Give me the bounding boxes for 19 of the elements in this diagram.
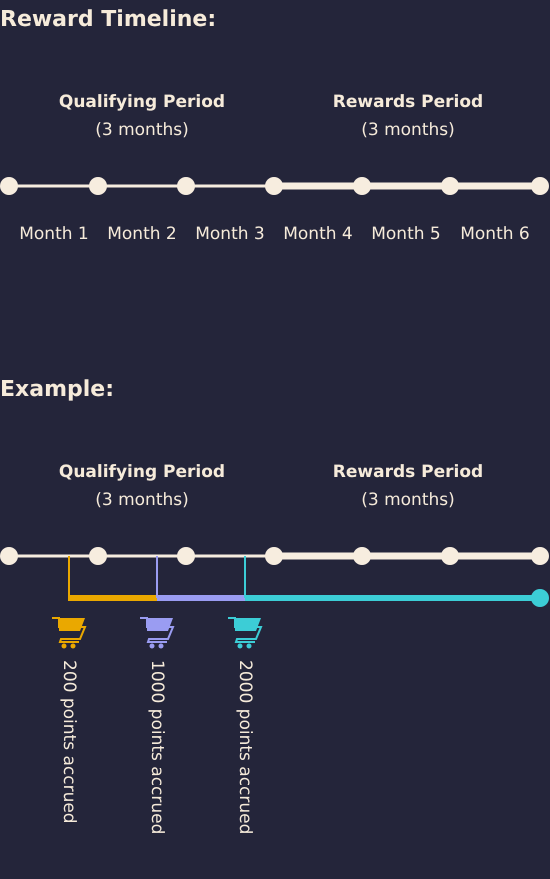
period-title: Rewards Period [332, 91, 484, 114]
month-label: Month 3 [195, 223, 265, 246]
month-label: Month 4 [283, 223, 353, 246]
month-label: Month 6 [460, 223, 530, 246]
month-label: Month 1 [19, 223, 89, 246]
period-duration: (3 months) [360, 119, 456, 142]
milestone-note: 2000 points accrued [234, 660, 256, 834]
heading: Reward Timeline: [0, 6, 216, 34]
milestone-note: 1000 points accrued [146, 660, 168, 834]
period-duration: (3 months) [94, 489, 190, 512]
milestone-note: 200 points accrued [58, 660, 80, 824]
period-title: Rewards Period [332, 461, 484, 484]
period-duration: (3 months) [94, 119, 190, 142]
month-label: Month 2 [107, 223, 177, 246]
heading: Example: [0, 376, 114, 404]
period-title: Qualifying Period [58, 461, 226, 484]
period-title: Qualifying Period [58, 91, 226, 114]
month-label: Month 5 [371, 223, 441, 246]
period-duration: (3 months) [360, 489, 456, 512]
